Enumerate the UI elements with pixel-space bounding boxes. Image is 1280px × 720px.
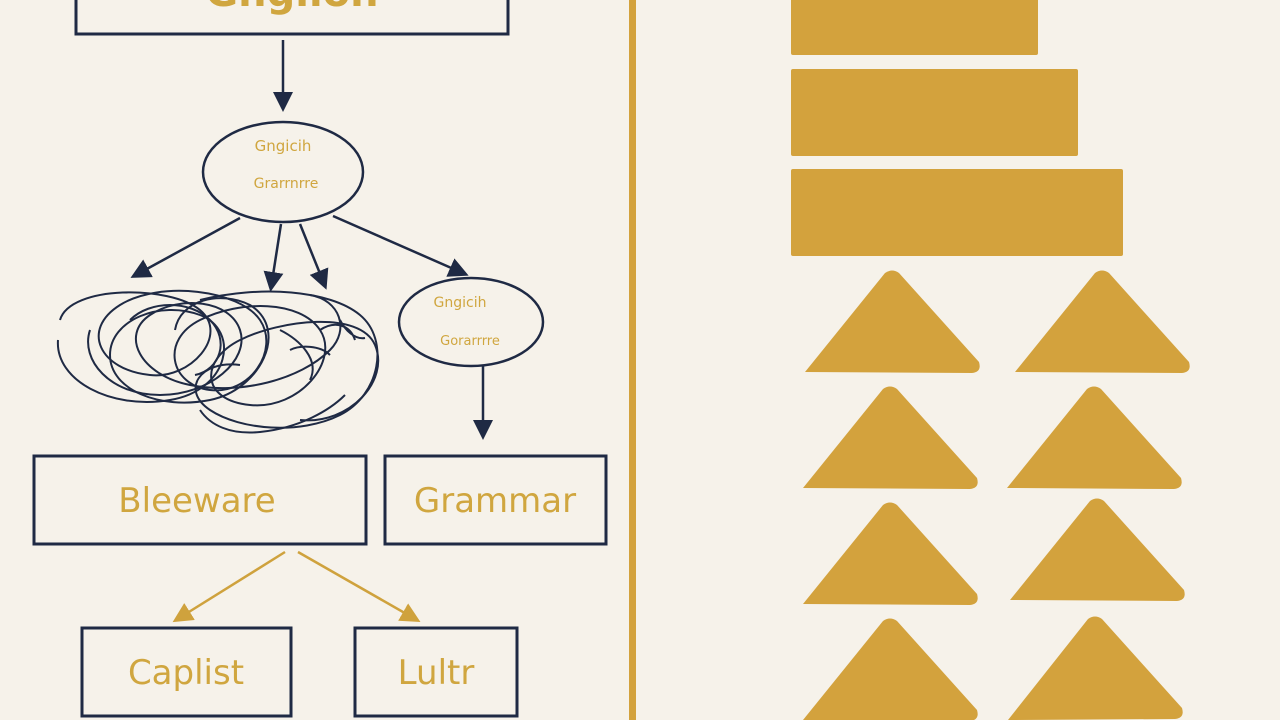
arrow-oval-to-tangle-left <box>130 216 241 278</box>
triangle-1 <box>805 270 980 373</box>
top-box: Gngiion <box>74 0 510 36</box>
triangle-3 <box>803 386 978 489</box>
arrow-oval-to-tangle-right <box>298 223 329 290</box>
bar-1 <box>791 0 1038 55</box>
center-oval-line2: Grarrnrre <box>254 176 319 192</box>
right-oval-line2: Gorarrrre <box>440 334 500 349</box>
box-caplist: Caplist <box>80 626 293 718</box>
arrow-bleeware-to-caplist <box>172 550 286 623</box>
arrow-oval-to-tangle-mid <box>263 223 284 292</box>
triangle-8 <box>1008 616 1183 720</box>
triangle-5 <box>803 502 978 605</box>
box-caplist-label: Caplist <box>128 653 244 693</box>
triangle-6 <box>1010 498 1185 601</box>
center-oval-line1: Gngicih <box>255 137 312 155</box>
vertical-divider <box>629 0 636 720</box>
box-lultr: Lultr <box>353 626 519 718</box>
right-oval: Gngicih Gorarrrre <box>397 276 545 368</box>
triangle-2 <box>1015 270 1190 373</box>
arrow-bleeware-to-lultr <box>297 550 421 622</box>
box-bleeware: Bleeware <box>32 454 368 546</box>
triangle-7 <box>803 618 978 720</box>
triangle-4 <box>1007 386 1182 489</box>
arrow-oval-to-right-oval <box>332 214 469 277</box>
box-grammar: Grammar <box>383 454 608 546</box>
bar-2 <box>791 69 1078 156</box>
right-oval-line1: Gngicih <box>434 295 487 311</box>
box-bleeware-label: Bleeware <box>118 481 275 521</box>
triangle-grid <box>803 270 1190 720</box>
center-oval: Gngicih Grarrnrre <box>201 120 365 224</box>
bar-3 <box>791 169 1123 256</box>
bar-stack <box>791 0 1123 256</box>
box-grammar-label: Grammar <box>414 481 576 521</box>
top-box-label: Gngiion <box>205 0 378 16</box>
box-lultr-label: Lultr <box>398 653 475 693</box>
tangle-scribble <box>56 289 380 434</box>
